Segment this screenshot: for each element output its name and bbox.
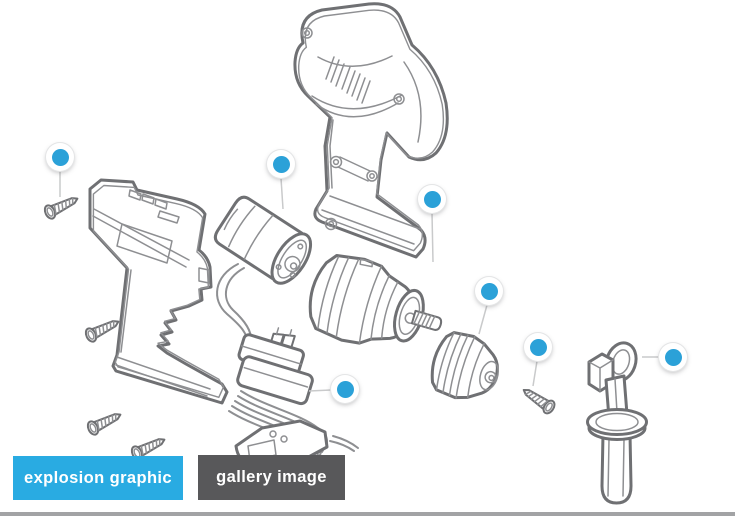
hotspot-dot: [272, 155, 290, 173]
screw-top-left: [41, 191, 82, 222]
leader-line-gearbox: [431, 212, 434, 263]
hotspot-dot: [480, 282, 498, 300]
hotspot-dot: [664, 348, 682, 366]
leader-line-chuck: [478, 304, 488, 335]
hotspot-dot: [423, 190, 441, 208]
hotspot-chuck[interactable]: [475, 277, 503, 305]
hotspot-dot: [51, 148, 69, 166]
spindle: [410, 309, 443, 331]
gallery-image-button[interactable]: gallery image: [198, 455, 345, 500]
hotspot-side-handle[interactable]: [659, 343, 687, 371]
hotspot-dot: [529, 338, 547, 356]
hotspot-motor[interactable]: [267, 150, 295, 178]
motor: [213, 195, 313, 344]
switch-assembly: [228, 327, 359, 468]
side-handle: [586, 341, 648, 505]
leader-line-switch: [308, 389, 332, 392]
chuck-screw: [518, 383, 558, 417]
inner-housing-shell: [293, 2, 449, 259]
bottom-divider: [0, 512, 735, 516]
leader-lines: [59, 171, 659, 392]
hotspot-gearbox[interactable]: [418, 185, 446, 213]
chuck: [430, 331, 499, 400]
gearbox: [308, 253, 443, 345]
motor-wires: [216, 263, 249, 344]
screw-low-left: [84, 407, 125, 438]
hotspot-switch[interactable]: [331, 375, 359, 403]
explosion-graphic-label: explosion graphic: [24, 468, 172, 487]
leader-line-motor: [280, 177, 284, 210]
explosion-graphic-button[interactable]: explosion graphic: [13, 456, 183, 500]
leader-line-chuck-screw: [532, 360, 538, 387]
hotspot-housing-screw[interactable]: [46, 143, 74, 171]
screw-mid-left: [82, 314, 123, 345]
gallery-image-label: gallery image: [216, 468, 327, 486]
hotspot-dot: [336, 380, 354, 398]
outer-housing-shell: [88, 178, 229, 405]
hotspot-chuck-screw[interactable]: [524, 333, 552, 361]
